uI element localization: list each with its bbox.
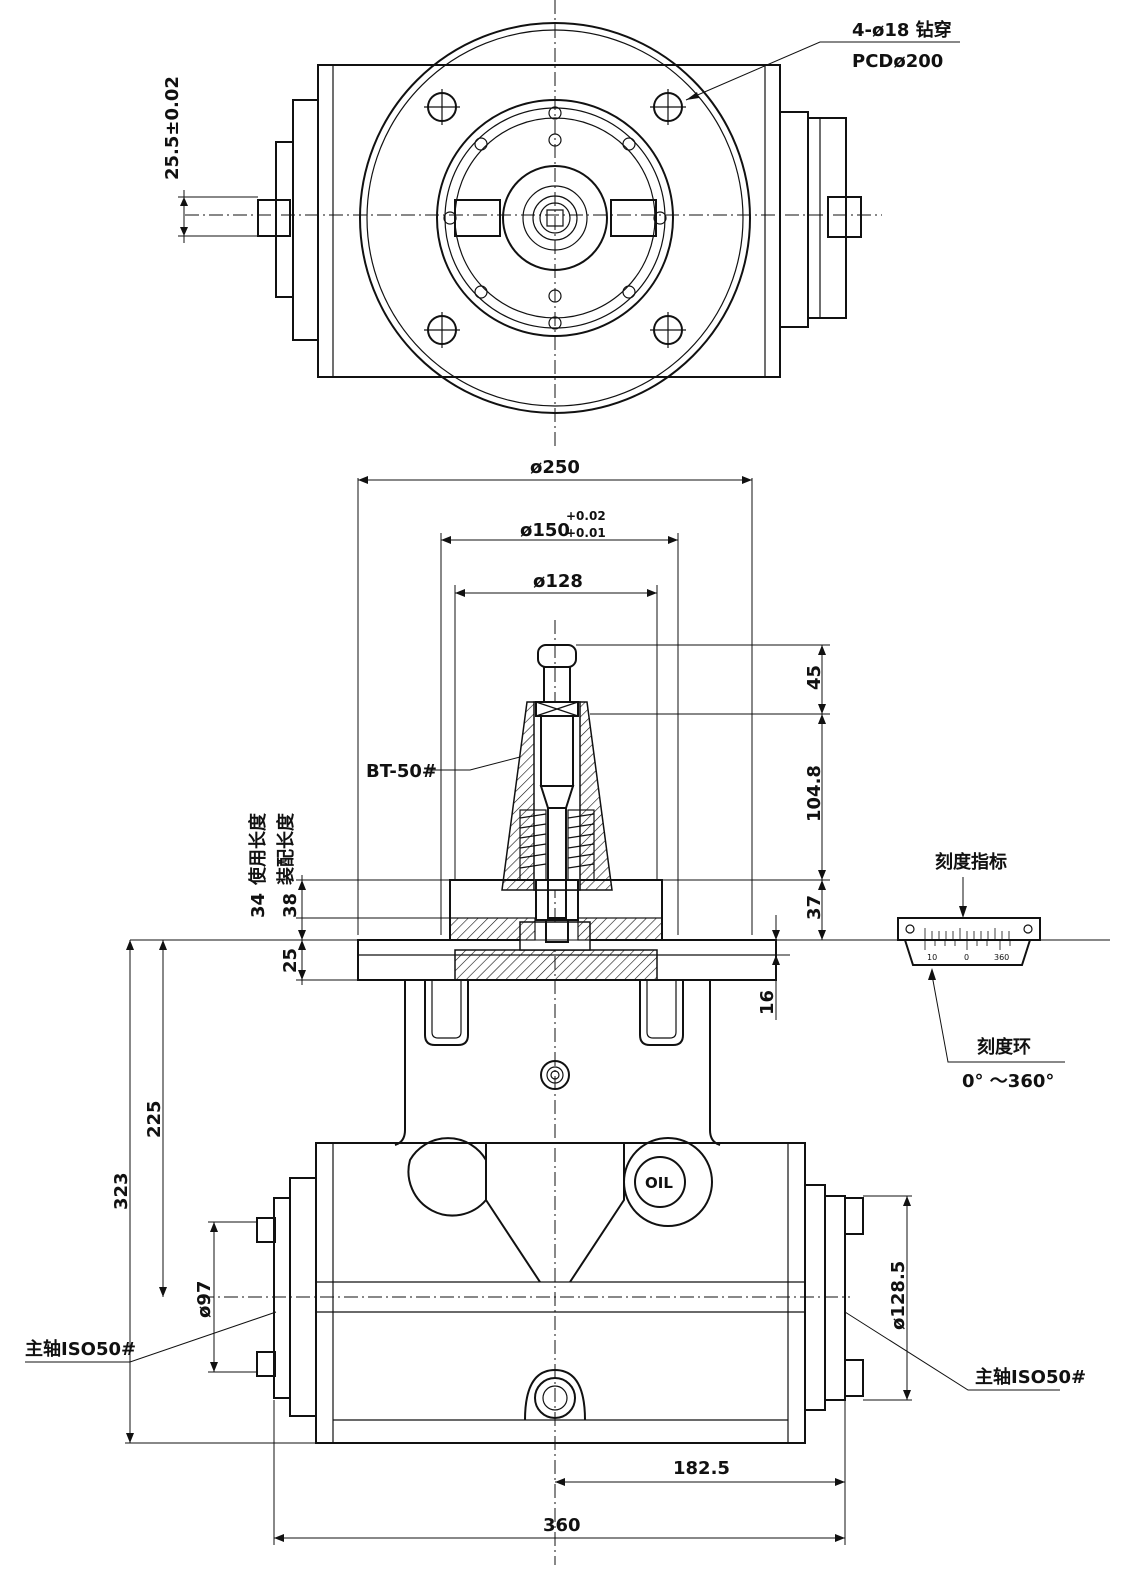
pcd-callout: PCDø200	[852, 51, 943, 72]
dim-104-8: 104.8	[804, 765, 825, 822]
flange-section	[454, 949, 658, 981]
dim-150: ø150	[520, 520, 570, 541]
use-length-label: 使用长度	[247, 812, 269, 886]
offset-dim: 25.5±0.02	[162, 76, 183, 180]
spring-right	[567, 809, 595, 881]
scale-ticks	[924, 928, 1011, 950]
pcd-hole	[650, 312, 686, 348]
dim-150-tol-upper: +0.02	[566, 509, 606, 523]
spindle-right-label: 主轴ISO50#	[975, 1366, 1086, 1388]
scale-detail: 刻度指标 10 0 360 刻度环 0° ～360°	[897, 851, 1065, 1092]
dim-45: 45	[804, 665, 825, 690]
dim-150-tol-lower: +0.01	[566, 526, 606, 540]
dim-97: ø97	[194, 1281, 215, 1318]
top-view: 4-ø18 钻穿 PCDø200 25.5±0.02	[162, 0, 960, 448]
ring-label: 刻度环	[977, 1036, 1031, 1058]
gearbox-housing	[315, 1142, 806, 1444]
dim-16: 16	[757, 990, 778, 1015]
dim-323: 323	[111, 1172, 132, 1210]
dim-360: 360	[543, 1515, 581, 1536]
pcd-hole	[650, 89, 686, 125]
front-view: ø250 ø150 +0.02 +0.01 ø128	[25, 457, 1110, 1565]
dim-25: 25	[280, 948, 301, 973]
dim-38: 38	[280, 893, 301, 918]
dim-225: 225	[144, 1100, 165, 1138]
dim-128-5: ø128.5	[888, 1261, 909, 1330]
oil-label: OIL	[645, 1174, 673, 1192]
dim-34: 34	[248, 893, 269, 918]
spindle-left-label: 主轴ISO50#	[25, 1338, 136, 1360]
pcd-hole	[424, 312, 460, 348]
indicator-label: 刻度指标	[935, 851, 1007, 873]
dim-250: ø250	[530, 457, 580, 478]
range-label: 0° ～360°	[962, 1071, 1054, 1092]
dim-37: 37	[804, 895, 825, 920]
scale-tick-0: 0	[964, 953, 969, 962]
fit-length-label: 装配长度	[275, 812, 297, 885]
hole-callout: 4-ø18 钻穿	[852, 19, 952, 41]
top-disc-outer	[359, 22, 751, 414]
dim-128: ø128	[533, 571, 583, 592]
spring-left	[519, 809, 547, 881]
scale-tick-10: 10	[927, 953, 937, 962]
pcd-hole	[424, 89, 460, 125]
dim-182-5: 182.5	[673, 1458, 730, 1479]
tool-label: BT-50#	[366, 761, 437, 782]
scale-tick-360: 360	[994, 953, 1009, 962]
